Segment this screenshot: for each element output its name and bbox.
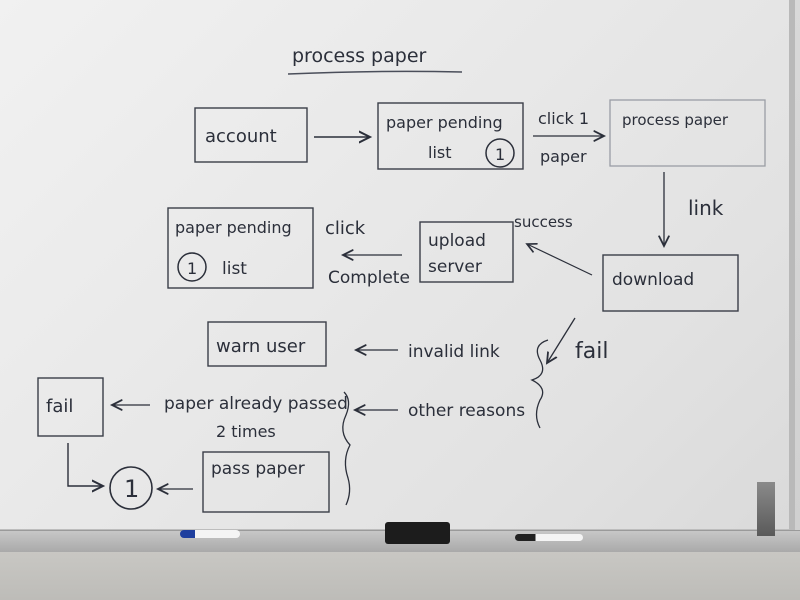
arrow-download-fail (547, 317, 576, 363)
label-click: click (325, 218, 366, 239)
fail-box (37, 377, 104, 437)
warn-user-box (207, 321, 327, 367)
black-marker (515, 534, 583, 541)
paper-pending-left-line1: paper pending (175, 218, 292, 237)
circle-one (109, 466, 153, 510)
label-fail: fail (575, 339, 608, 364)
account-box (194, 107, 308, 163)
badge-circle-top (485, 138, 515, 168)
account-label: account (205, 126, 277, 147)
fail-box-label: fail (46, 396, 73, 417)
paper-pending-box-left (167, 207, 314, 289)
label-complete: Complete (328, 268, 410, 288)
board-clip (757, 482, 775, 536)
label-paper: paper (540, 147, 587, 166)
label-already-passed: paper already passed (164, 394, 348, 414)
badge-left: 1 (187, 259, 197, 278)
process-paper-label: process paper (622, 111, 729, 129)
warn-user-label: warn user (216, 336, 306, 357)
paper-pending-top-line2: list (428, 143, 452, 162)
brace-right (530, 339, 549, 429)
diagram-title: process paper (292, 45, 427, 67)
pass-paper-box (202, 451, 330, 513)
arrow-fail-to-one (67, 443, 103, 486)
download-label: download (612, 270, 694, 290)
badge-top: 1 (495, 145, 505, 164)
pass-paper-label: pass paper (211, 459, 305, 479)
upload-label: upload (428, 231, 486, 251)
label-other-reasons: other reasons (408, 401, 525, 421)
whiteboard (0, 0, 795, 535)
label-two-times: 2 times (216, 422, 276, 441)
paper-pending-box-top (377, 102, 524, 170)
label-link: link (688, 196, 724, 220)
download-box (602, 254, 739, 312)
label-invalid-link: invalid link (408, 342, 500, 362)
title-underline (287, 70, 463, 75)
arrow-download-to-upload (527, 244, 593, 276)
server-label: server (428, 257, 482, 277)
eraser (385, 522, 450, 544)
process-paper-box (609, 99, 766, 167)
paper-pending-left-line2: list (222, 259, 247, 279)
badge-circle-left (177, 252, 207, 282)
label-success: success (514, 213, 573, 231)
blue-marker (180, 530, 240, 538)
paper-pending-top-line1: paper pending (386, 113, 503, 132)
circle-one-label: 1 (124, 475, 139, 503)
wall-panel (0, 552, 800, 600)
brace-middle (342, 391, 351, 506)
upload-server-box (419, 221, 514, 283)
label-click1: click 1 (538, 109, 589, 128)
